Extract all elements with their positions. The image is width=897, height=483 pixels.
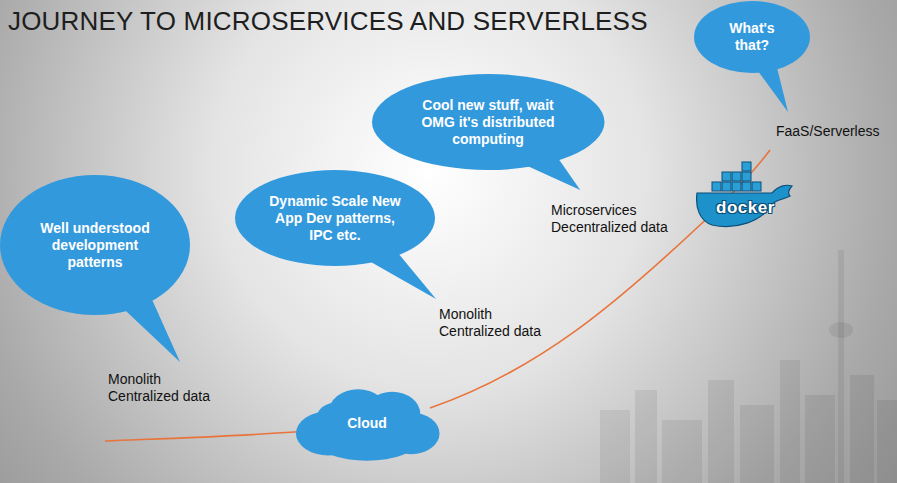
speech-bubble: Dynamic Scale New App Dev patterns, IPC … <box>235 170 435 266</box>
skyline <box>600 250 897 483</box>
bubble-text: Well understood development patterns <box>33 220 158 271</box>
stage-label: Microservices Decentralized data <box>551 202 691 236</box>
stage-label: FaaS/Serverless <box>776 123 891 140</box>
cloud-shape: Cloud <box>293 384 441 462</box>
logo-text: docker <box>716 199 796 216</box>
bubble-text: Cool new stuff, wait OMG it's distribute… <box>406 97 571 148</box>
stage-label: Monolith Centralized data <box>439 306 561 340</box>
slide-title: JOURNEY TO MICROSERVICES AND SERVERLESS <box>8 6 648 37</box>
bubble-text: What's that? <box>717 20 787 54</box>
bubble-text: Cloud <box>347 415 387 432</box>
journey-curve <box>105 430 320 441</box>
bubble-text: Dynamic Scale New App Dev patterns, IPC … <box>265 193 405 244</box>
docker-whale <box>697 162 792 226</box>
speech-bubble: What's that? <box>694 1 810 73</box>
stage-label: Monolith Centralized data <box>108 371 230 405</box>
speech-bubble: Cool new stuff, wait OMG it's distribute… <box>372 74 605 170</box>
speech-bubble: Well understood development patterns <box>0 175 190 315</box>
journey-curve <box>430 150 770 408</box>
